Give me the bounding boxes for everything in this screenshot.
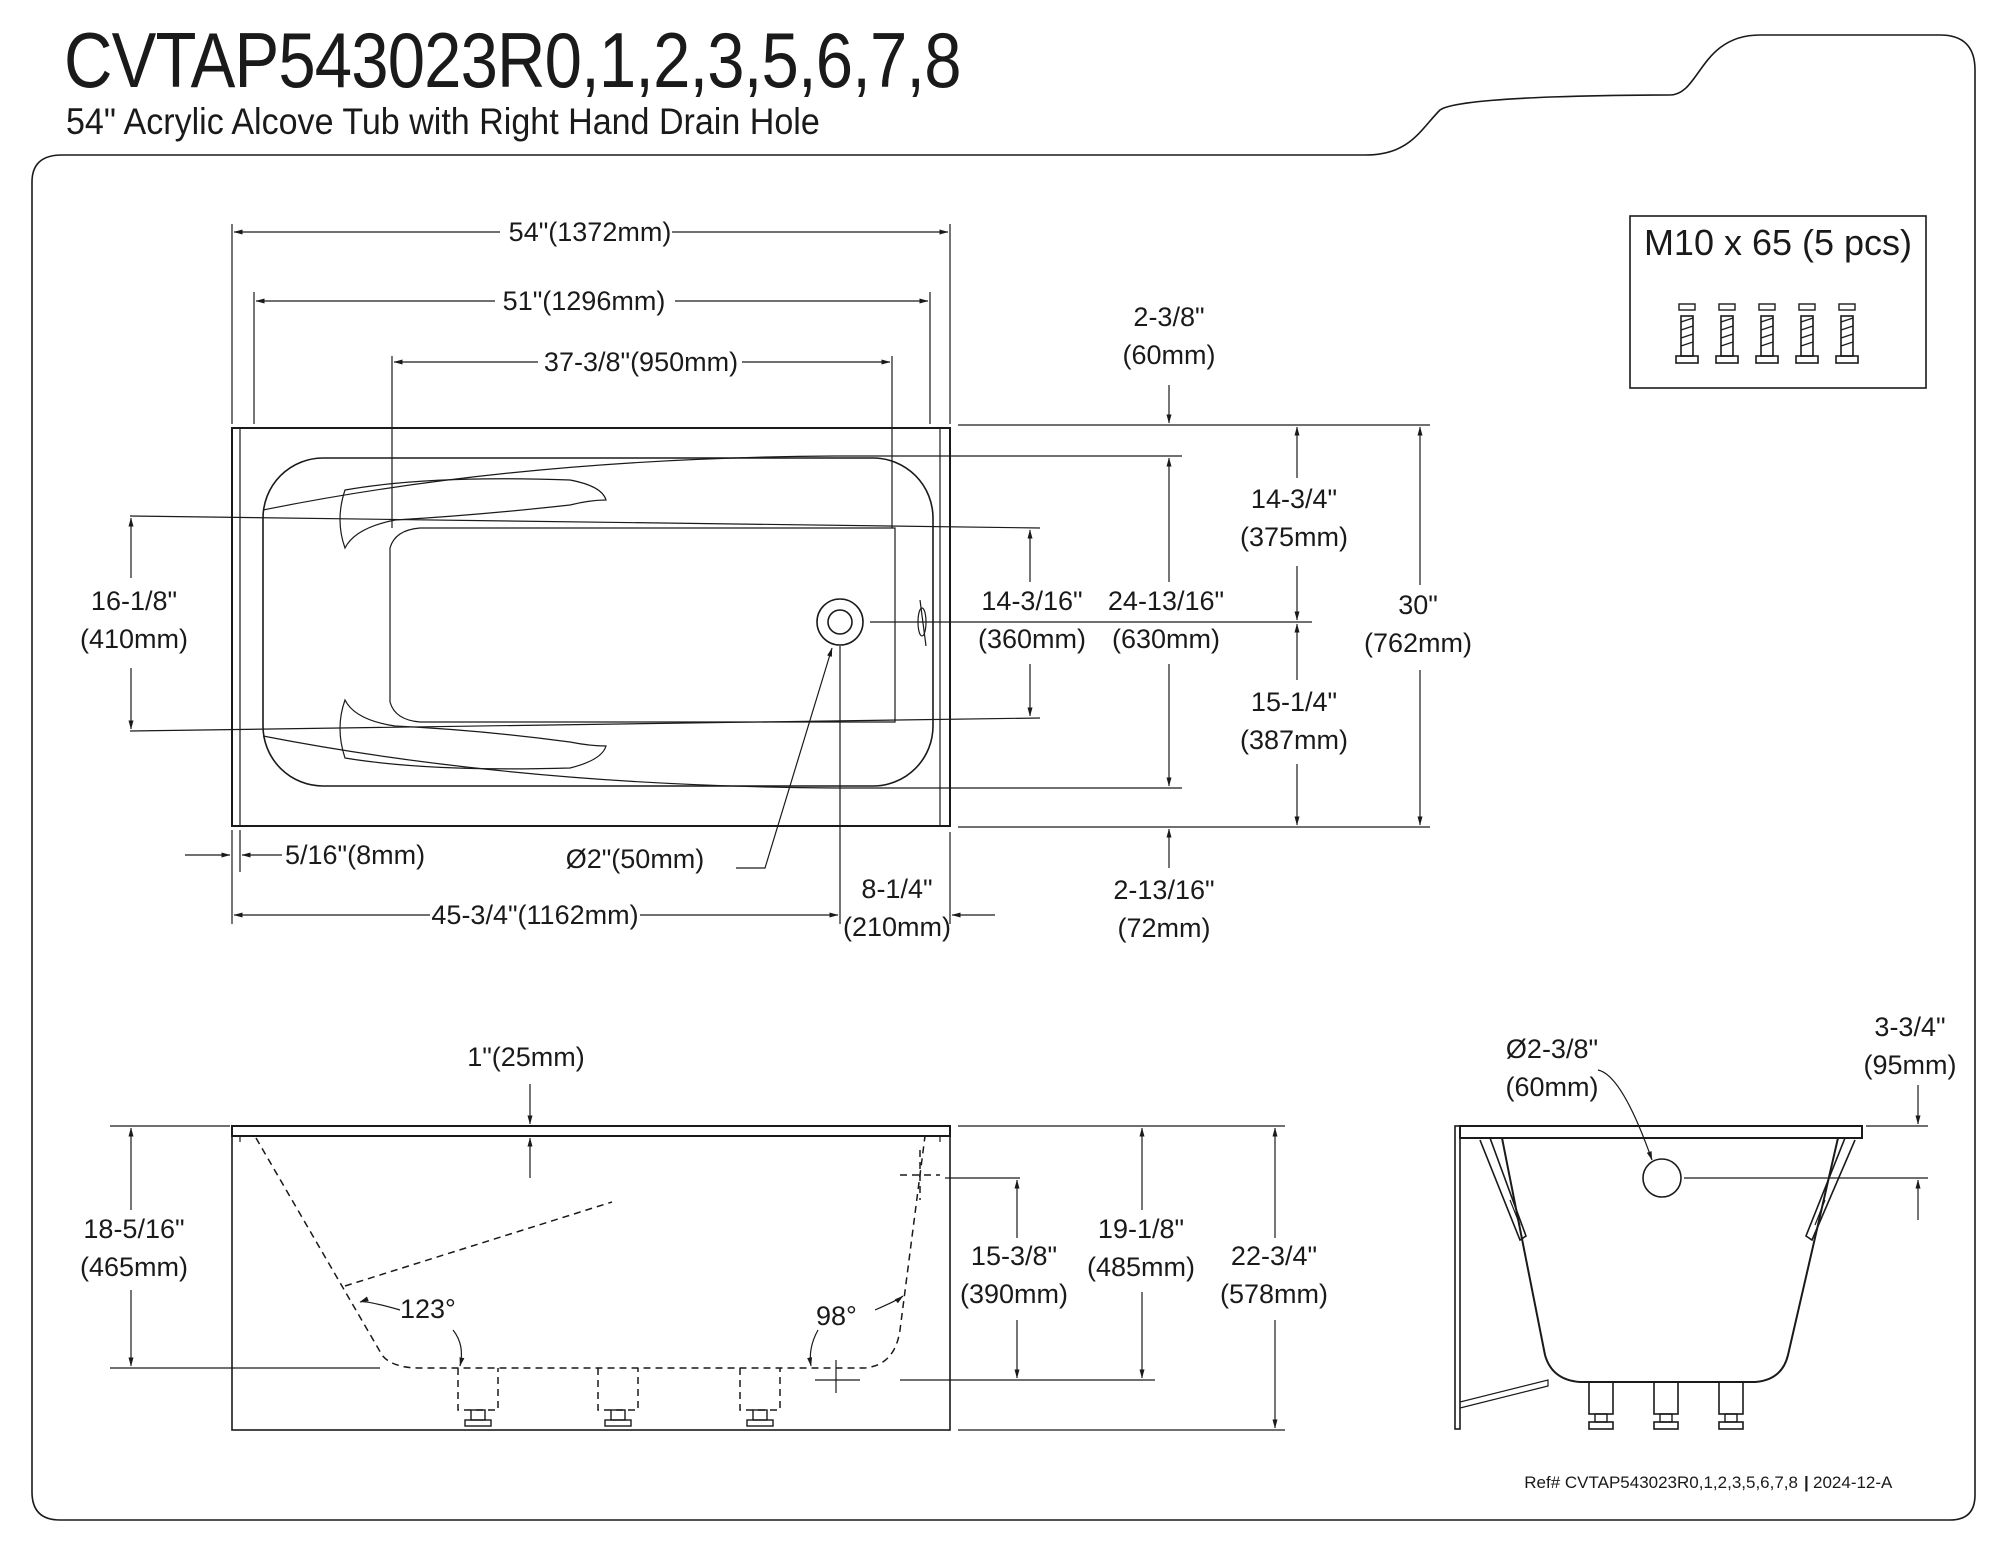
dim-rim-top-label-2: (60mm) xyxy=(1123,340,1216,370)
side-view: 1"(25mm) 18-5/16" (465mm) 15-3/8" (390mm… xyxy=(80,1042,1328,1431)
armrest-top xyxy=(339,478,607,550)
basin-profile xyxy=(255,1135,926,1369)
footer-revision: 2024-12-A xyxy=(1813,1473,1893,1492)
dim-floor-width-label-1: 14-3/16" xyxy=(981,586,1082,616)
dim-inner-depth-label-1: 18-5/16" xyxy=(83,1214,184,1244)
dim-flange-label: 5/16"(8mm) xyxy=(285,840,425,870)
bolt-icons xyxy=(1675,303,1859,364)
bolt-icon xyxy=(1795,303,1819,364)
dim-floor-length-label: 37-3/8"(950mm) xyxy=(544,347,738,377)
dim-basin-depth-label-2: (485mm) xyxy=(1087,1252,1195,1282)
tub-outer-rim xyxy=(231,427,951,827)
dim-rim-bottom-label-2: (72mm) xyxy=(1118,913,1211,943)
dim-overflow-offset-label-1: 3-3/4" xyxy=(1874,1012,1945,1042)
dim-drain-back-label-2: (375mm) xyxy=(1240,522,1348,552)
dim-overflow-offset-label-2: (95mm) xyxy=(1864,1050,1957,1080)
drain-hole xyxy=(816,598,864,646)
dim-drain-front-label-1: 15-1/4" xyxy=(1251,687,1337,717)
hardware-kit: M10 x 65 (5 pcs) xyxy=(1629,215,1927,389)
dim-overflow-height-label-2: (390mm) xyxy=(960,1279,1068,1309)
dim-armrest-span-label-2: (410mm) xyxy=(80,624,188,654)
sheet-frame xyxy=(31,34,1976,1521)
support-leg xyxy=(597,1368,639,1427)
tub-basin-outline xyxy=(262,457,934,787)
bolt-icon xyxy=(1755,303,1779,364)
page-title: CVTAP543023R0,1,2,3,5,6,7,8 xyxy=(64,16,962,104)
dim-drain-offset-left-label: 45-3/4"(1162mm) xyxy=(431,900,638,930)
support-leg xyxy=(1653,1381,1679,1430)
end-basin xyxy=(1501,1137,1839,1383)
footer-separator: | xyxy=(1804,1473,1809,1492)
angle-back-label: 123° xyxy=(400,1294,456,1324)
dim-drain-offset-right-label-1: 8-1/4" xyxy=(861,874,932,904)
dim-overflow-diameter-label-1: Ø2-3/8" xyxy=(1506,1034,1598,1064)
dim-basin-width-label-2: (630mm) xyxy=(1112,624,1220,654)
dim-drain-diameter-label: Ø2"(50mm) xyxy=(566,844,705,874)
dim-rim-top-label-1: 2-3/8" xyxy=(1133,302,1204,332)
dim-floor-width-label-2: (360mm) xyxy=(978,624,1086,654)
end-view: Ø2-3/8" (60mm) 3-3/4" (95mm) xyxy=(1454,1012,1957,1430)
support-leg xyxy=(1588,1381,1614,1430)
dim-overflow-diameter-label-2: (60mm) xyxy=(1506,1072,1599,1102)
support-leg xyxy=(457,1368,499,1427)
end-support-legs xyxy=(1588,1381,1744,1430)
dim-armrest-span-label-1: 16-1/8" xyxy=(91,586,177,616)
footer: Ref# CVTAP543023R0,1,2,3,5,6,7,8 | 2024-… xyxy=(1524,1473,1893,1492)
dim-overflow-height-label-1: 15-3/8" xyxy=(971,1241,1057,1271)
page-subtitle: 54" Acrylic Alcove Tub with Right Hand D… xyxy=(66,101,820,142)
dim-inner-depth-label-2: (465mm) xyxy=(80,1252,188,1282)
bolt-icon xyxy=(1715,303,1739,364)
dim-rim-thickness-label: 1"(25mm) xyxy=(467,1042,585,1072)
dim-overall-height-label-2: (578mm) xyxy=(1220,1279,1328,1309)
dim-overall-length-label: 54"(1372mm) xyxy=(509,217,672,247)
dim-basin-depth-label-1: 19-1/8" xyxy=(1098,1214,1184,1244)
support-legs xyxy=(457,1368,781,1427)
dim-basin-width-label-1: 24-13/16" xyxy=(1108,586,1224,616)
side-apron xyxy=(231,1135,951,1431)
hardware-kit-label: M10 x 65 (5 pcs) xyxy=(1644,222,1912,263)
bolt-icon xyxy=(1675,303,1699,364)
overflow-hole xyxy=(1642,1158,1682,1198)
dim-inner-length-label: 51"(1296mm) xyxy=(503,286,666,316)
dim-drain-back-label-1: 14-3/4" xyxy=(1251,484,1337,514)
dim-overall-height-label-1: 22-3/4" xyxy=(1231,1241,1317,1271)
armrest-bottom xyxy=(339,698,607,770)
side-rim xyxy=(231,1125,951,1137)
dim-rim-bottom-label-1: 2-13/16" xyxy=(1113,875,1214,905)
support-leg xyxy=(739,1368,781,1427)
dim-drain-offset-right-label-2: (210mm) xyxy=(843,912,951,942)
support-leg xyxy=(1718,1381,1744,1430)
bolt-icon xyxy=(1835,303,1859,364)
dim-overall-width-label-1: 30" xyxy=(1398,590,1438,620)
angle-front-label: 98° xyxy=(816,1301,857,1331)
dim-overall-width-label-2: (762mm) xyxy=(1364,628,1472,658)
footer-reference: Ref# CVTAP543023R0,1,2,3,5,6,7,8 xyxy=(1524,1473,1798,1492)
top-view: 54"(1372mm) 51"(1296mm) 37-3/8"(950mm) 2… xyxy=(80,217,1472,943)
hardware-kit-box xyxy=(1629,215,1927,389)
dim-drain-front-label-2: (387mm) xyxy=(1240,725,1348,755)
end-rim xyxy=(1459,1125,1863,1139)
